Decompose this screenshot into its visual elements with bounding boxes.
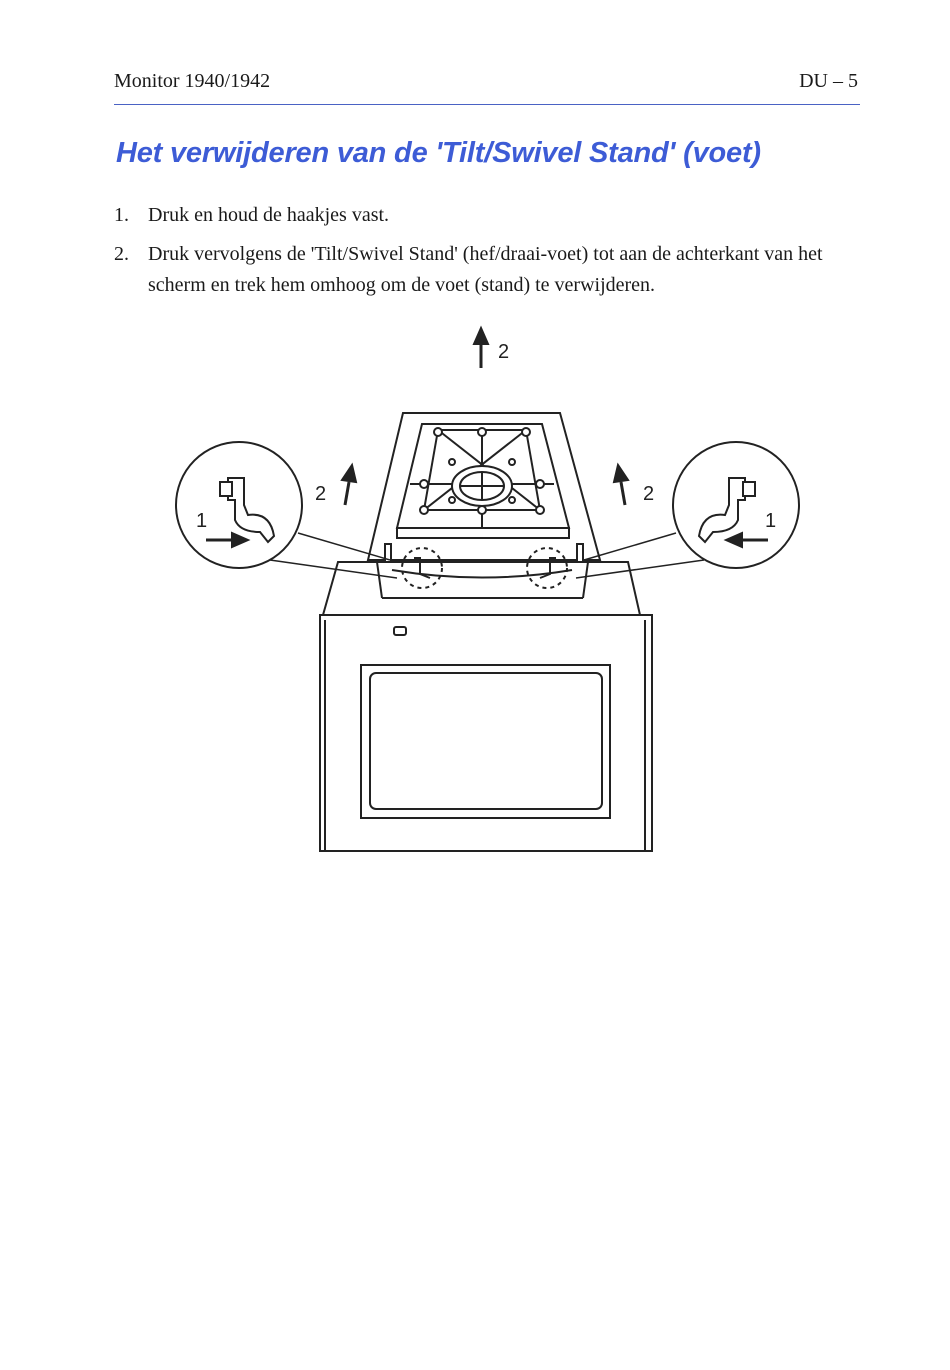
callout-label-left: 1: [196, 510, 207, 532]
stand-removal-illustration: 2 2 2 1 1: [0, 0, 950, 900]
callout-label-right: 1: [765, 510, 776, 532]
up-arrow-icon: [342, 465, 356, 505]
up-arrow-icon: [614, 465, 628, 505]
arrow-label-right: 2: [643, 483, 654, 505]
arrow-label-left: 2: [315, 483, 326, 505]
up-arrow-icon: [474, 328, 488, 368]
arrow-label-top: 2: [498, 341, 509, 363]
